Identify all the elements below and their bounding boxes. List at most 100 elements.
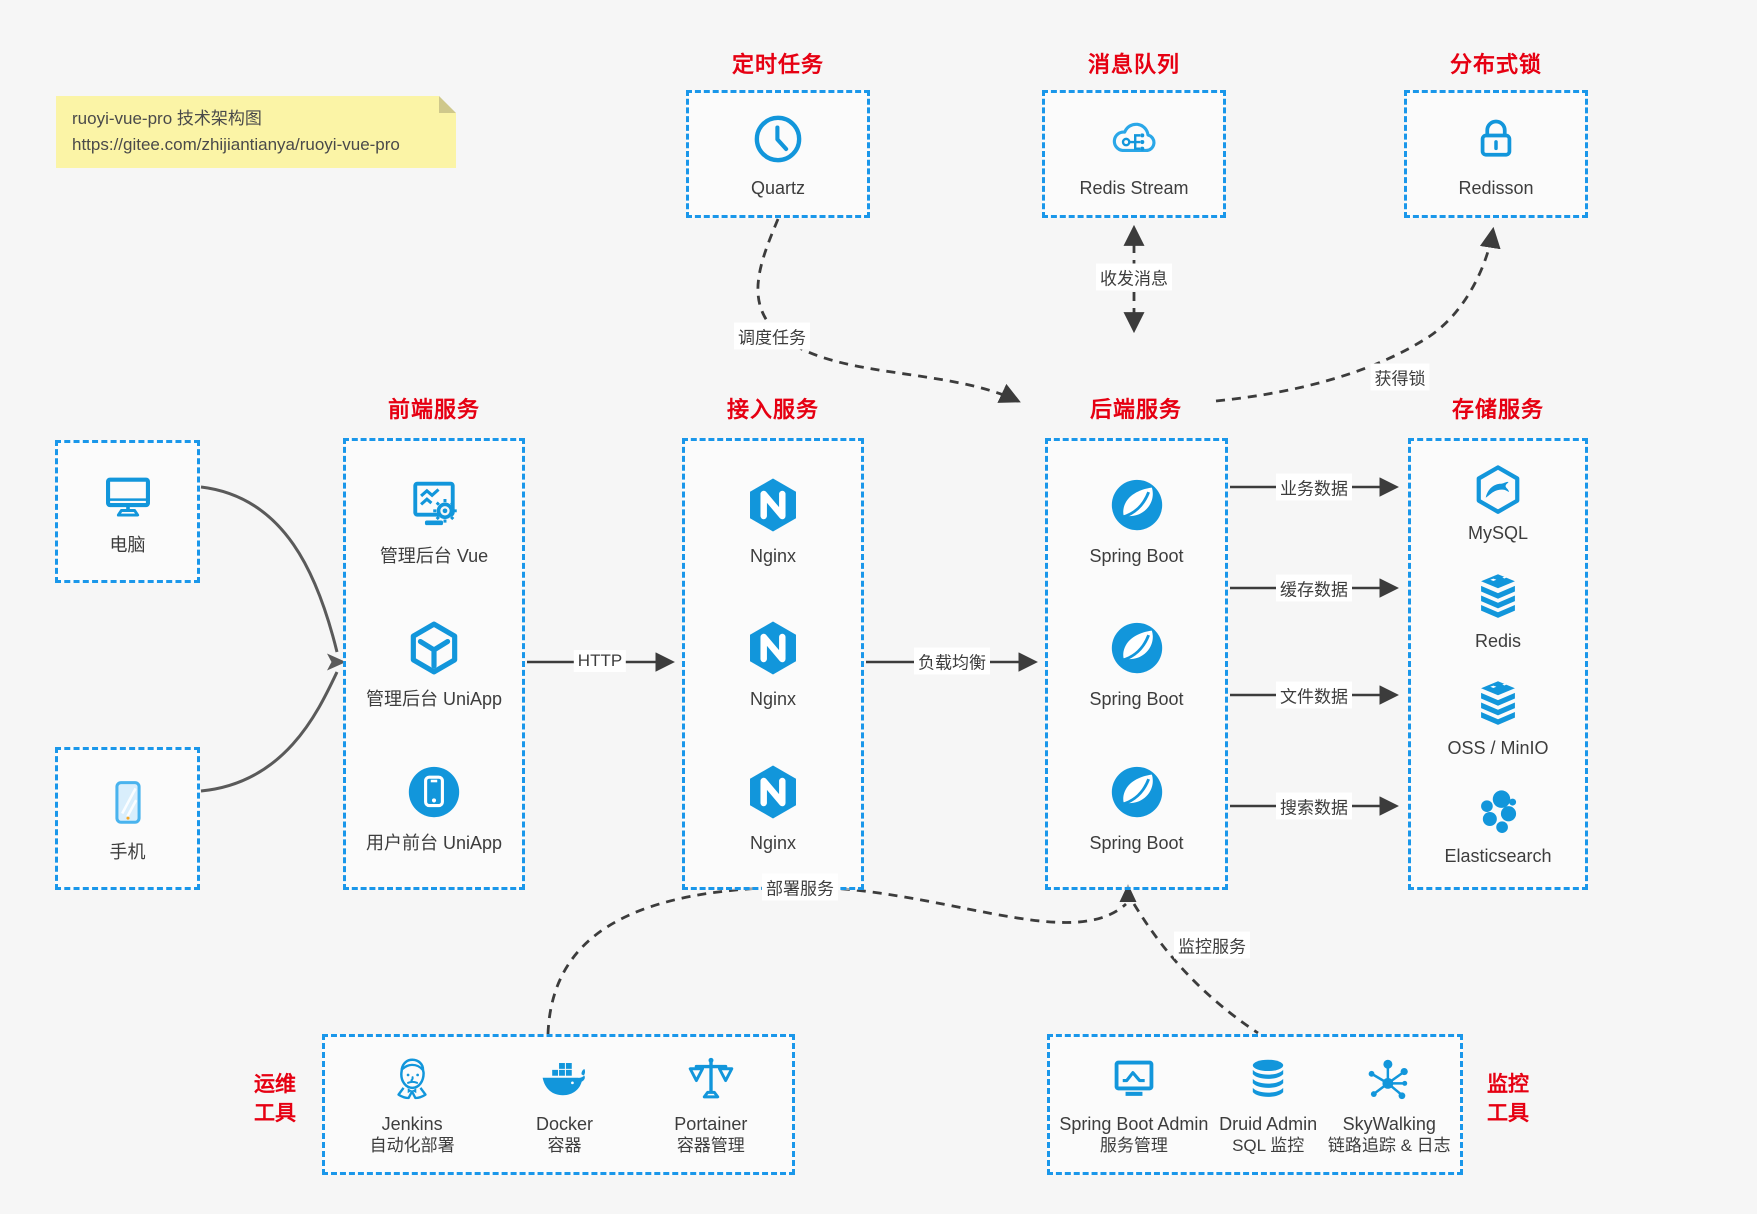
node-label: 管理后台 Vue	[379, 546, 489, 567]
node-springboot-3: Spring Boot	[1089, 761, 1184, 854]
druid-icon	[1252, 1059, 1284, 1097]
clock-icon	[754, 115, 802, 162]
node-label: Elasticsearch	[1444, 845, 1552, 866]
node-label: 管理后台 UniApp	[365, 689, 503, 710]
node-sublabel: SQL 监控	[1232, 1135, 1305, 1155]
node-label: Spring Boot	[1089, 546, 1184, 567]
node-sublabel: 链路追踪 & 日志	[1327, 1135, 1451, 1155]
elasticsearch-icon	[1481, 790, 1517, 833]
node-nginx-3: Nginx	[742, 761, 804, 854]
node-admin-uniapp: 管理后台 UniApp	[366, 617, 502, 710]
jenkins-icon	[397, 1058, 427, 1099]
desktop-icon	[105, 477, 150, 517]
spring-boot-icon	[1111, 479, 1162, 531]
node-admin-vue: 管理后台 Vue	[380, 474, 488, 567]
node-label: Quartz	[750, 177, 806, 198]
note-title: ruoyi-vue-pro 技术架构图	[72, 109, 262, 128]
node-label: 手机	[109, 842, 146, 862]
admin-vue-icon	[413, 481, 457, 526]
edge-label-schedule: 调度任务	[734, 322, 810, 350]
node-label: Redis Stream	[1079, 177, 1189, 198]
node-springboot-2: Spring Boot	[1089, 617, 1184, 710]
nginx-icon	[750, 478, 796, 532]
node-sublabel: 容器	[547, 1135, 582, 1155]
edge-label-monitor: 监控服务	[1174, 931, 1250, 959]
node-label: Nginx	[749, 689, 797, 710]
cloud-mq-icon	[1112, 122, 1156, 152]
cube-icon	[410, 622, 458, 675]
node-label: Spring Boot	[1089, 689, 1184, 710]
node-user-uniapp: 用户前台 UniApp	[366, 761, 502, 854]
node-label: Nginx	[749, 832, 797, 853]
edge-phone-frontend	[200, 671, 339, 793]
box-frontend: 管理后台 Vue 管理后台 UniApp 用户前台 UniApp	[343, 438, 525, 890]
box-storage: MySQL Redis OSS / MinIO	[1408, 438, 1588, 890]
title-mq: 消息队列	[1087, 52, 1181, 77]
edge-client-arrowhead	[327, 653, 346, 671]
edge-label-get-lock: 获得锁	[1370, 363, 1430, 391]
title-monitor-line1: 监控	[1487, 1073, 1529, 1096]
node-springboot-1: Spring Boot	[1089, 474, 1184, 567]
oss-icon	[1481, 681, 1515, 726]
edge-label-load-balance: 负载均衡	[914, 647, 990, 675]
node-redis: Redis	[1470, 569, 1526, 652]
lock-icon	[1480, 119, 1512, 157]
node-phone: 手机	[100, 774, 156, 863]
box-redis-stream: Redis Stream	[1042, 90, 1226, 218]
node-redis-stream: Redis Stream	[1079, 110, 1189, 199]
node-nginx-2: Nginx	[742, 617, 804, 710]
edge-label-cache-data: 缓存数据	[1276, 574, 1352, 602]
box-ops-tools: Jenkins 自动化部署 Docker 容器	[322, 1034, 795, 1175]
redis-icon	[1481, 574, 1515, 618]
edge-schedule	[756, 218, 1021, 403]
node-docker: Docker 容器	[536, 1053, 593, 1157]
skywalking-icon	[1368, 1059, 1409, 1099]
edge-deploy	[546, 885, 1127, 1035]
edge-monitor	[1132, 903, 1259, 1035]
title-ops-line2: 工具	[254, 1102, 296, 1125]
spring-boot-icon	[1111, 623, 1162, 674]
box-gateway: Nginx Nginx Nginx	[682, 438, 864, 890]
node-label: 电脑	[109, 535, 146, 555]
title-ops-line1: 运维	[254, 1073, 296, 1096]
edge-label-business-data: 业务数据	[1276, 473, 1352, 501]
box-phone: 手机	[55, 747, 200, 890]
title-ops-tools: 运维 工具	[240, 1070, 310, 1128]
node-quartz: Quartz	[749, 110, 807, 199]
node-label: MySQL	[1467, 523, 1528, 544]
title-monitor-line2: 工具	[1487, 1102, 1529, 1125]
title-backend: 后端服务	[1089, 397, 1183, 422]
sticky-note: ruoyi-vue-pro 技术架构图 https://gitee.com/zh…	[56, 96, 456, 168]
node-label: Druid Admin	[1219, 1113, 1318, 1134]
node-spring-boot-admin: Spring Boot Admin 服务管理	[1059, 1053, 1208, 1157]
portainer-icon	[688, 1057, 734, 1098]
edge-computer-frontend	[200, 485, 339, 653]
node-label: Jenkins	[381, 1113, 443, 1134]
node-label: Redis	[1474, 630, 1522, 651]
note-url: https://gitee.com/zhijiantianya/ruoyi-vu…	[72, 135, 400, 154]
edge-label-message: 收发消息	[1096, 263, 1172, 291]
box-backend: Spring Boot Spring Boot Spring Boot	[1045, 438, 1228, 890]
title-gateway: 接入服务	[726, 397, 820, 422]
box-redisson: Redisson	[1404, 90, 1588, 218]
node-elasticsearch: Elasticsearch	[1444, 784, 1552, 867]
node-sublabel: 自动化部署	[369, 1135, 455, 1155]
spring-admin-icon	[1114, 1060, 1154, 1096]
box-quartz: Quartz	[686, 90, 870, 218]
node-label: 用户前台 UniApp	[365, 832, 503, 853]
node-sublabel: 容器管理	[676, 1135, 745, 1155]
node-label: Docker	[535, 1113, 593, 1134]
box-monitor-tools: Spring Boot Admin 服务管理 Druid Admin SQL 监…	[1047, 1034, 1463, 1175]
node-skywalking: SkyWalking 链路追踪 & 日志	[1328, 1053, 1451, 1157]
node-label: Spring Boot Admin	[1059, 1113, 1209, 1134]
node-label: Nginx	[749, 546, 797, 567]
node-druid-admin: Druid Admin SQL 监控	[1219, 1053, 1317, 1157]
edge-deploy-arrowhead	[1119, 884, 1137, 902]
edge-label-deploy: 部署服务	[762, 873, 838, 901]
node-jenkins: Jenkins 自动化部署	[370, 1053, 455, 1157]
node-label: Spring Boot	[1089, 832, 1184, 853]
edge-label-http: HTTP	[573, 650, 627, 672]
mobile-app-icon	[408, 766, 460, 817]
node-label: Redisson	[1458, 177, 1534, 198]
